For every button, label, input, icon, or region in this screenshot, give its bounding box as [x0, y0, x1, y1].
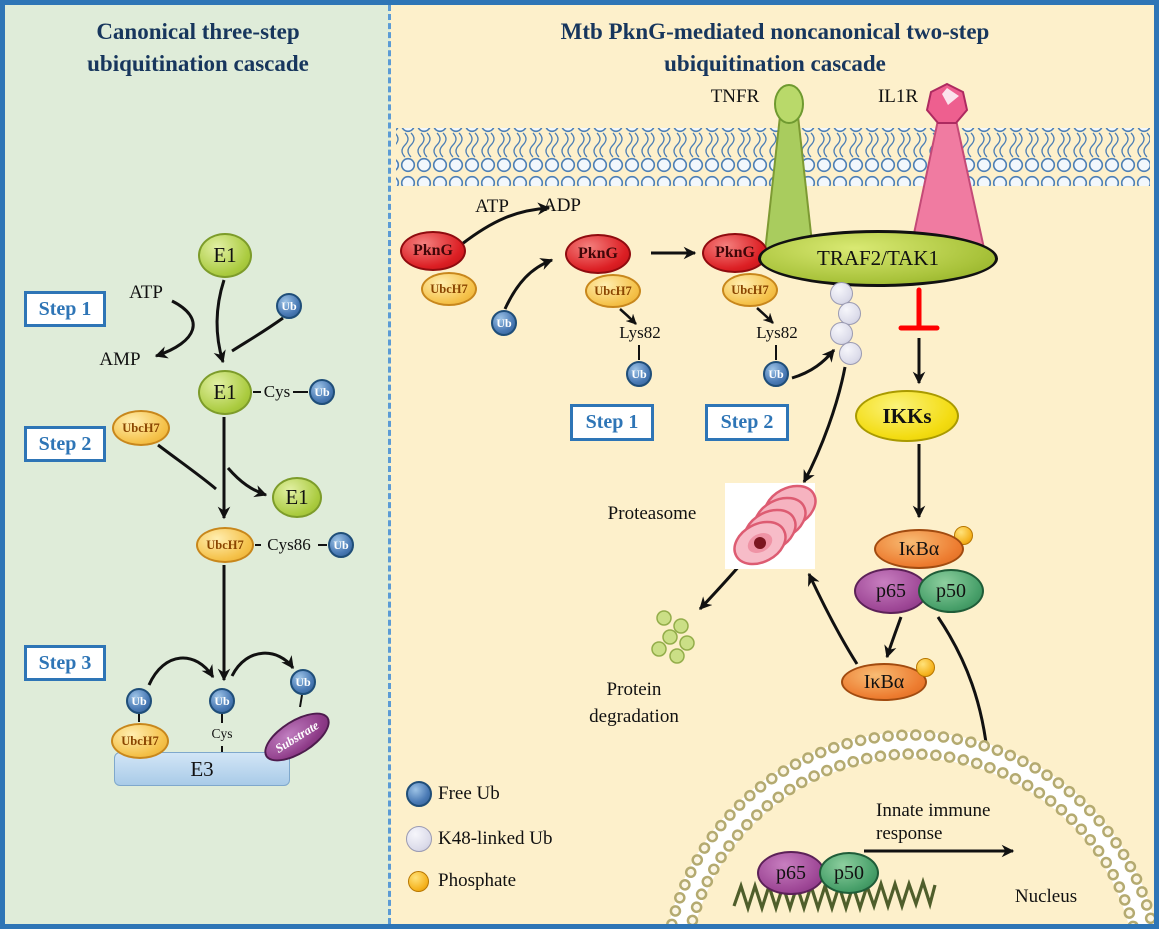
ub-lys82-1: Ub: [626, 361, 652, 387]
proteasome-icon: [725, 483, 817, 569]
protein-degradation-line2: degradation: [589, 706, 679, 727]
innate-immune-label: Innate immune response: [876, 799, 1028, 845]
pkng-3: PknG: [702, 233, 768, 273]
lys82-arrows: [619, 307, 777, 360]
protein-degradation-line1: Protein: [606, 679, 662, 700]
protein-degradation-label: Protein degradation: [554, 676, 714, 730]
legend-phosphate-label: Phosphate: [438, 870, 517, 891]
ub-lys82-2: Ub: [763, 361, 789, 387]
canonical-title-line1: Canonical three-step: [96, 19, 300, 44]
ubch7-charged: UbcH7: [196, 527, 254, 563]
p50-nuclear: p50: [819, 852, 879, 894]
innate-immune-line1: Innate immune: [876, 800, 991, 821]
ubch7-pkng2: UbcH7: [585, 274, 641, 308]
p65-complexed: p65: [854, 568, 928, 614]
ub-on-ubch7: Ub: [328, 532, 354, 558]
cys86-label: Cys86: [267, 535, 311, 554]
ikba-released: IκBα: [841, 663, 927, 701]
canonical-arrows: [147, 279, 295, 686]
panel-divider: [388, 5, 391, 924]
k48-ub-4: [839, 342, 862, 365]
free-ub: Ub: [276, 293, 302, 319]
ub-step3-mid: Ub: [209, 688, 235, 714]
ikba-complexed: IκBα: [874, 529, 964, 569]
e1-released: E1: [272, 477, 322, 518]
canonical-title: Canonical three-step ubiquitination casc…: [8, 16, 388, 80]
ubch7-pkng3: UbcH7: [722, 273, 778, 307]
ub-step3-left: Ub: [126, 688, 152, 714]
ub-on-e1: Ub: [309, 379, 335, 405]
pkng-1: PknG: [400, 231, 466, 271]
legend-phosphate-icon: [408, 871, 429, 892]
cys-e3-label: Cys: [211, 726, 233, 741]
free-ub-right: Ub: [491, 310, 517, 336]
il1r-label: IL1R: [877, 86, 919, 107]
ikks-complex: IKKs: [855, 390, 959, 442]
step1-box-left: Step 1: [24, 291, 106, 327]
e1-enzyme: E1: [198, 233, 252, 278]
legend-k48-ub-icon: [406, 826, 432, 852]
noncanonical-title-line2: ubiquitination cascade: [664, 51, 886, 76]
lys82-label-1: Lys82: [619, 323, 661, 342]
e1-charged: E1: [198, 370, 252, 415]
proteasome-label: Proteasome: [607, 503, 697, 524]
legend-free-ub-label: Free Ub: [438, 783, 500, 804]
nucleus-label: Nucleus: [1014, 886, 1078, 907]
ubch7-e2: UbcH7: [112, 410, 170, 446]
ub-step3-right: Ub: [290, 669, 316, 695]
step3-box-left: Step 3: [24, 645, 106, 681]
noncanonical-title-line1: Mtb PknG-mediated noncanonical two-step: [560, 19, 990, 44]
lys82-label-2: Lys82: [756, 323, 798, 342]
tnfr-label: TNFR: [710, 86, 760, 107]
e3-ligase: E3: [114, 752, 290, 786]
amp-label: AMP: [99, 349, 141, 370]
phosphate-2: [916, 658, 935, 677]
cys-label: Cys: [263, 382, 291, 401]
legend-k48-ub-label: K48-linked Ub: [438, 828, 553, 849]
atp-label: ATP: [129, 282, 163, 303]
pkng-2: PknG: [565, 234, 631, 274]
ubch7-step3: UbcH7: [111, 723, 169, 759]
p65-nuclear: p65: [757, 851, 825, 895]
atp-label-right: ATP: [475, 196, 509, 217]
p50-complexed: p50: [918, 569, 984, 613]
traf2-tak1: TRAF2/TAK1: [758, 230, 998, 287]
protein-fragments: [651, 610, 695, 664]
ubch7-pkng1: UbcH7: [421, 272, 477, 306]
innate-immune-line2: response: [876, 823, 943, 844]
legend-free-ub-icon: [406, 781, 432, 807]
inhibition-bar: [898, 287, 940, 331]
adp-label: ADP: [542, 195, 581, 216]
step1-box-right: Step 1: [570, 404, 654, 441]
canonical-title-line2: ubiquitination cascade: [87, 51, 309, 76]
step2-box-left: Step 2: [24, 426, 106, 462]
canonical-connectors: [138, 391, 327, 752]
noncanonical-title: Mtb PknG-mediated noncanonical two-step …: [400, 16, 1150, 80]
step2-box-right: Step 2: [705, 404, 789, 441]
nucleus-envelope: [664, 729, 1159, 929]
